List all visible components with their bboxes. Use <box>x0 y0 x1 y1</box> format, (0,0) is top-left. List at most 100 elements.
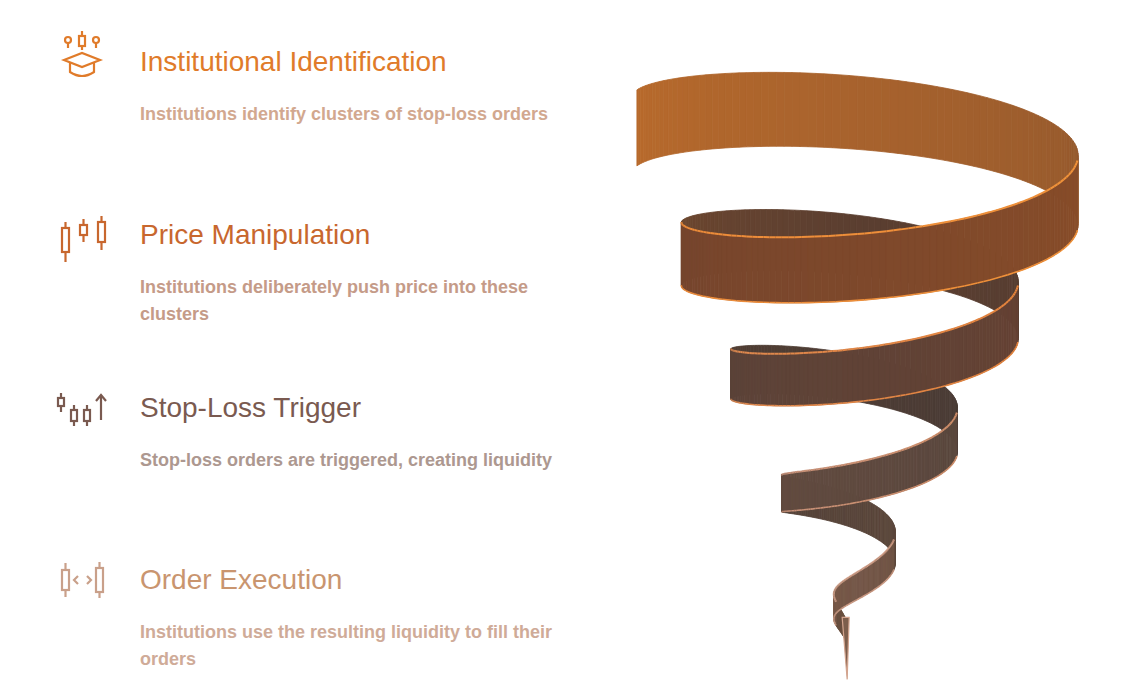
spiral-edge <box>835 505 838 507</box>
spiral-band <box>886 230 893 298</box>
spiral-edge <box>1058 251 1061 253</box>
spiral-band <box>829 236 836 302</box>
spiral-band <box>874 345 879 399</box>
spiral-edge <box>908 294 915 297</box>
spiral-edge <box>853 347 858 350</box>
spiral-edge <box>886 578 888 581</box>
spiral-edge <box>718 233 722 235</box>
spiral-edge <box>752 352 755 354</box>
spiral-edge <box>845 604 848 606</box>
spiral-edge <box>790 405 794 407</box>
spiral-edge <box>804 405 809 407</box>
spiral-edge <box>1066 244 1068 246</box>
spiral-band <box>987 98 993 172</box>
spiral-edge <box>837 504 840 506</box>
spiral-edge <box>879 344 884 347</box>
spiral-edge <box>770 236 776 238</box>
spiral-band <box>1006 103 1012 176</box>
spiral-band <box>755 353 758 405</box>
spiral-edge <box>1064 177 1067 179</box>
spiral-edge <box>686 226 688 229</box>
spiral-band <box>681 223 682 287</box>
spiral-edge <box>795 352 799 354</box>
spiral-band <box>923 225 930 293</box>
spiral-edge <box>730 399 732 401</box>
spiral-edge <box>911 339 916 340</box>
spiral-edge <box>832 505 835 507</box>
spiral-band <box>816 73 824 147</box>
spiral-edge <box>737 401 739 403</box>
spiral-edge <box>835 612 837 614</box>
spiral-edge <box>788 302 794 304</box>
spiral-band <box>919 442 922 485</box>
spiral-edge <box>948 425 950 426</box>
spiral-edge <box>800 470 802 472</box>
spiral-edge <box>835 586 837 589</box>
spiral-edge <box>953 462 954 463</box>
spiral-edge <box>681 284 683 286</box>
spiral-edge <box>944 428 946 429</box>
spiral-edge <box>939 474 941 475</box>
spiral-edge <box>971 283 977 284</box>
spiral-edge <box>1016 344 1018 346</box>
spiral-edge <box>710 232 714 235</box>
spiral-band <box>879 345 884 399</box>
spiral-edge <box>827 350 832 352</box>
spiral-edge <box>781 473 783 475</box>
spiral-edge <box>946 469 948 470</box>
spiral-edge <box>833 617 835 619</box>
spiral-edge <box>869 345 874 348</box>
spiral-edge <box>832 403 837 405</box>
spiral-edge <box>889 494 892 496</box>
spiral-edge <box>883 581 884 583</box>
step-description: Institutions identify clusters of stop-l… <box>140 101 580 128</box>
spiral-edge <box>926 389 931 390</box>
spiral-band <box>853 462 856 503</box>
spiral-edge <box>840 608 842 610</box>
spiral-band <box>782 474 784 512</box>
spiral-band <box>883 553 884 583</box>
spiral-edge <box>732 234 737 236</box>
spiral-edge <box>822 301 829 303</box>
spiral-edge <box>1016 287 1019 289</box>
spiral-band <box>869 459 872 500</box>
spiral-edge <box>844 605 847 607</box>
spiral-edge <box>930 291 937 292</box>
spiral-edge <box>882 454 885 457</box>
spiral-band <box>652 82 656 159</box>
spiral-band <box>963 324 967 380</box>
spiral-edge <box>839 582 842 585</box>
spiral-edge <box>1076 163 1077 165</box>
spiral-band <box>950 328 955 384</box>
spiral-edge <box>1012 352 1014 354</box>
spiral-edge <box>1029 266 1034 268</box>
spiral-edge <box>853 461 856 464</box>
spiral-edge <box>865 232 872 235</box>
spiral-edge <box>703 231 706 234</box>
spiral-band <box>945 330 950 386</box>
spiral-edge <box>1004 303 1006 305</box>
spiral-edge <box>833 620 835 622</box>
spiral-band <box>874 78 882 152</box>
spiral-edge <box>782 236 788 238</box>
spiral-edge <box>955 327 959 328</box>
spiral-band <box>781 474 782 511</box>
spiral-edge <box>993 310 996 312</box>
spiral-band <box>895 342 900 397</box>
spiral-band <box>776 72 784 146</box>
spiral-band <box>879 456 882 498</box>
spiral-edge <box>739 402 741 404</box>
spiral-band <box>1023 109 1028 182</box>
spiral-edge <box>826 506 829 508</box>
spiral-edge <box>1047 189 1051 191</box>
spiral-edge <box>836 611 838 613</box>
spiral-edge <box>839 608 841 610</box>
spiral-edge <box>833 617 835 619</box>
spiral-edge <box>1034 264 1039 266</box>
spiral-band <box>841 75 849 149</box>
spiral-edge <box>863 500 866 502</box>
spiral-edge <box>758 301 764 303</box>
spiral-edge <box>911 393 916 394</box>
spiral-edge <box>811 469 813 471</box>
spiral-edge <box>1004 359 1006 361</box>
